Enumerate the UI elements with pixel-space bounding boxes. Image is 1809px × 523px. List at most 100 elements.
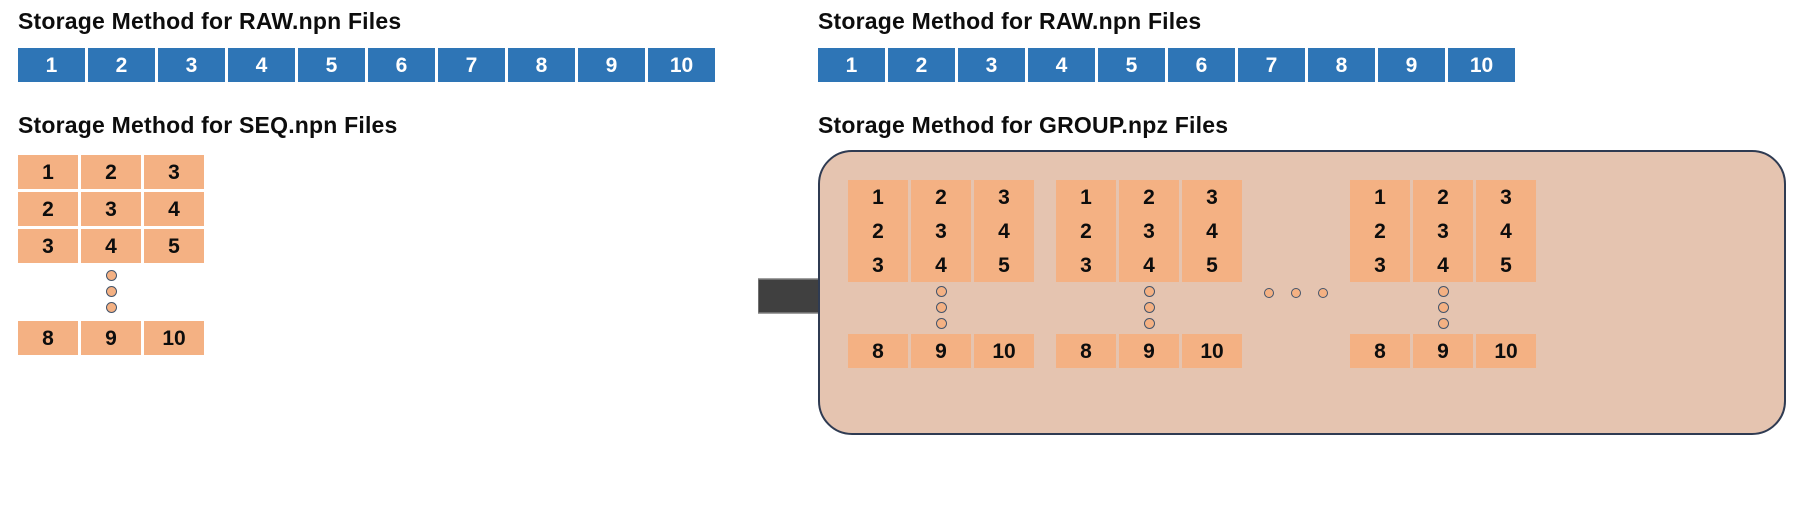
right-group-section: Storage Method for GROUP.npz Files: [818, 112, 1228, 139]
orange-cell: 9: [1413, 334, 1473, 368]
blue-cell: 3: [158, 48, 225, 82]
blue-cell: 8: [508, 48, 575, 82]
orange-cell: 2: [911, 180, 971, 214]
orange-cell: 2: [1056, 214, 1116, 248]
orange-cell: 3: [1182, 180, 1242, 214]
orange-cell: 1: [18, 155, 78, 189]
ellipsis-dot-icon: [1437, 318, 1449, 329]
right-raw-section: Storage Method for RAW.npn Files: [818, 8, 1201, 35]
blue-cell: 1: [818, 48, 885, 82]
vertical-ellipsis-dots: [1350, 282, 1536, 334]
orange-cell: 3: [911, 214, 971, 248]
blue-cell: 9: [1378, 48, 1445, 82]
blue-cell: 6: [1168, 48, 1235, 82]
blue-cell: 5: [1098, 48, 1165, 82]
orange-cell: 3: [1476, 180, 1536, 214]
orange-cell: 2: [1350, 214, 1410, 248]
ellipsis-dot-icon: [105, 302, 117, 313]
blue-cell: 3: [958, 48, 1025, 82]
ellipsis-dot-icon: [935, 302, 947, 313]
orange-cell: 10: [1476, 334, 1536, 368]
ellipsis-dot-icon: [935, 318, 947, 329]
left-raw-section: Storage Method for RAW.npn Files: [18, 8, 401, 35]
orange-cell: 3: [1413, 214, 1473, 248]
ellipsis-dot-icon: [1143, 302, 1155, 313]
orange-cell: 10: [144, 321, 204, 355]
right-raw-title: Storage Method for RAW.npn Files: [818, 8, 1202, 34]
blue-cell: 4: [228, 48, 295, 82]
orange-cell: 2: [848, 214, 908, 248]
blue-cell: 1: [18, 48, 85, 82]
left-seq-section: Storage Method for SEQ.npn Files: [18, 112, 398, 139]
ellipsis-dot-icon: [1143, 286, 1155, 297]
blue-cell: 6: [368, 48, 435, 82]
vertical-ellipsis-dots: [848, 282, 1034, 334]
orange-cell: 5: [1476, 248, 1536, 282]
orange-cell: 9: [1119, 334, 1179, 368]
orange-cell: 3: [848, 248, 908, 282]
orange-cell: 8: [18, 321, 78, 355]
blue-cell: 7: [1238, 48, 1305, 82]
vertical-ellipsis-dots: [18, 266, 204, 318]
orange-cell: 4: [974, 214, 1034, 248]
left-seq-title: Storage Method for SEQ.npn Files: [18, 112, 398, 138]
left-raw-title: Storage Method for RAW.npn Files: [18, 8, 402, 34]
orange-cell: 8: [848, 334, 908, 368]
orange-cell: 3: [1119, 214, 1179, 248]
blue-cell: 2: [88, 48, 155, 82]
orange-cell: 2: [18, 192, 78, 226]
right-group-title: Storage Method for GROUP.npz Files: [818, 112, 1229, 138]
ellipsis-dot-icon: [1291, 288, 1301, 298]
orange-cell: 1: [848, 180, 908, 214]
blue-cell: 4: [1028, 48, 1095, 82]
orange-cell: 10: [974, 334, 1034, 368]
orange-cell: 8: [1350, 334, 1410, 368]
ellipsis-dot-icon: [935, 286, 947, 297]
orange-cell: 3: [144, 155, 204, 189]
orange-cell: 2: [1119, 180, 1179, 214]
orange-cell: 4: [144, 192, 204, 226]
ellipsis-dot-icon: [1264, 288, 1274, 298]
ellipsis-dot-icon: [1437, 302, 1449, 313]
blue-cell: 7: [438, 48, 505, 82]
blue-cell: 2: [888, 48, 955, 82]
orange-cell: 2: [81, 155, 141, 189]
orange-cell: 5: [974, 248, 1034, 282]
orange-cell: 5: [1182, 248, 1242, 282]
orange-cell: 10: [1182, 334, 1242, 368]
orange-cell: 4: [1476, 214, 1536, 248]
orange-cell: 3: [974, 180, 1034, 214]
orange-cell: 2: [1413, 180, 1473, 214]
blue-cell: 8: [1308, 48, 1375, 82]
horizontal-ellipsis-dots: [1264, 288, 1328, 298]
orange-cell: 9: [911, 334, 971, 368]
ellipsis-dot-icon: [105, 286, 117, 297]
ellipsis-dot-icon: [105, 270, 117, 281]
orange-cell: 3: [18, 229, 78, 263]
ellipsis-dot-icon: [1437, 286, 1449, 297]
orange-cell: 1: [1056, 180, 1116, 214]
orange-cell: 4: [81, 229, 141, 263]
blue-cell: 10: [648, 48, 715, 82]
